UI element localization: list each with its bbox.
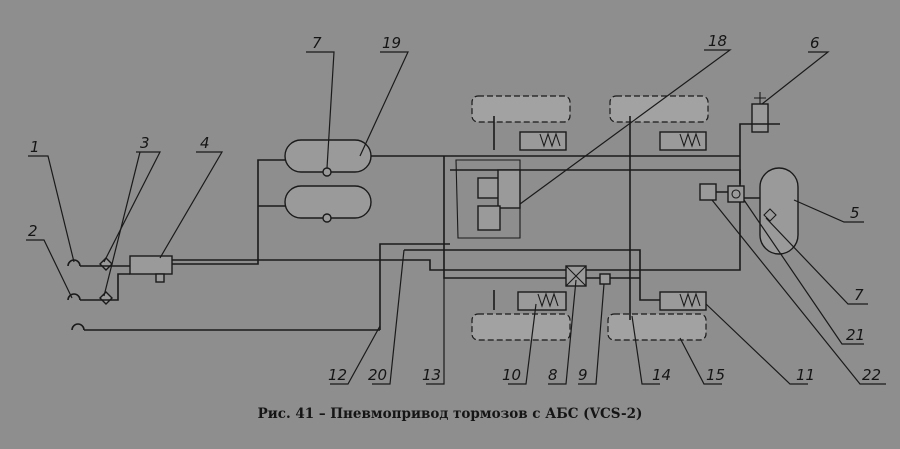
- label-10: 10: [502, 366, 521, 384]
- wheel-rear-right: [607, 313, 707, 341]
- abs-modulator-block: [455, 159, 521, 239]
- brake-chamber-front-right: [659, 131, 707, 151]
- trailer-tank: [759, 167, 799, 255]
- wheel-rear-left: [471, 313, 571, 341]
- label-18: 18: [708, 32, 727, 50]
- label-14: 14: [652, 366, 671, 384]
- valve-21: [727, 185, 745, 203]
- brake-chamber-rear-left: [517, 291, 567, 311]
- line-filters: [99, 257, 113, 305]
- label-7-upper: 7: [312, 34, 322, 52]
- label-9: 9: [578, 366, 588, 384]
- label-22: 22: [862, 366, 881, 384]
- label-4: 4: [200, 134, 210, 152]
- air-lines: [80, 116, 780, 331]
- valve-8: [565, 265, 587, 287]
- valve-9: [599, 273, 611, 285]
- label-21: 21: [846, 326, 865, 344]
- label-13: 13: [422, 366, 441, 384]
- valve-4: [129, 255, 173, 283]
- valve-11: [699, 183, 717, 201]
- label-2: 2: [28, 222, 38, 240]
- label-8: 8: [548, 366, 558, 384]
- label-6: 6: [810, 34, 820, 52]
- figure-caption: Рис. 41 – Пневмопривод тормозов с АБС (V…: [258, 406, 643, 422]
- label-5: 5: [850, 204, 860, 222]
- label-3: 3: [140, 134, 150, 152]
- brake-chamber-rear-right: [659, 291, 707, 311]
- air-tank-lower: [284, 185, 372, 223]
- label-12: 12: [328, 366, 347, 384]
- valve-6: [751, 92, 769, 133]
- brake-chamber-front-left: [519, 131, 567, 151]
- label-7-lower: 7: [854, 286, 864, 304]
- leader-lines: [26, 49, 886, 385]
- label-20: 20: [368, 366, 387, 384]
- label-15: 15: [706, 366, 725, 384]
- wheel-front-right: [609, 95, 709, 123]
- label-11: 11: [796, 366, 815, 384]
- label-19: 19: [382, 34, 401, 52]
- label-1: 1: [30, 138, 40, 156]
- wheel-front-left: [471, 95, 571, 123]
